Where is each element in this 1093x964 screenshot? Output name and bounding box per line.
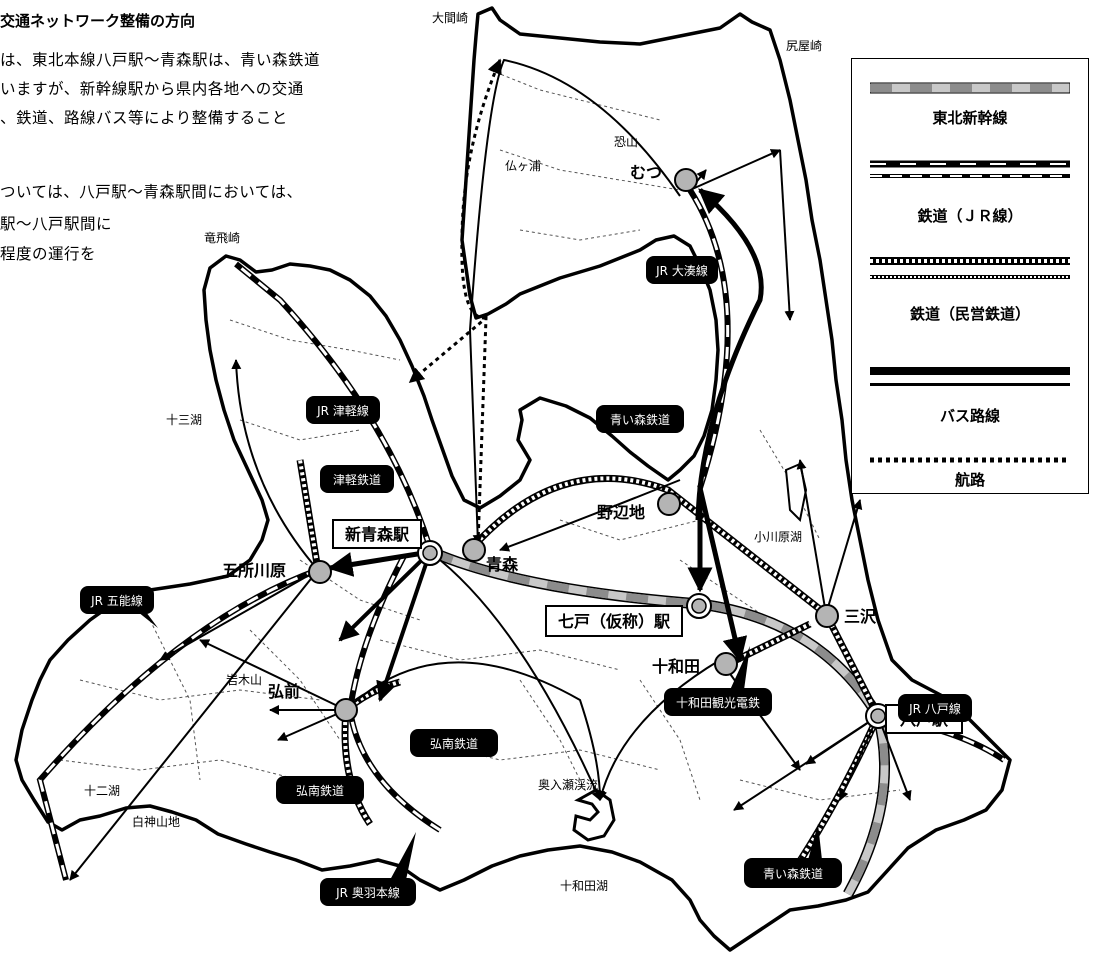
body-text-line: は、東北本線八戸駅～青森駅は、青い森鉄道 [0,51,321,69]
tag-tsugaru-railway: 津軽鉄道 [333,472,381,487]
station-goshogawara[interactable] [308,560,332,584]
place-towadako: 十和田湖 [560,878,608,893]
label-goshogawara: 五所川原 [222,561,286,580]
station-shichinohe[interactable] [686,593,712,619]
label-shichinohe: 七戸（仮称）駅 [558,612,671,631]
line-tags: JR 大湊線 JR 津軽線 津軽鉄道 青い森鉄道 JR 五能線 JR 八戸線 十… [80,256,972,906]
tag-towada-kanko: 十和田観光電鉄 [676,695,760,710]
tag-jr-ou: JR 奥羽本線 [335,885,400,900]
label-hirosaki: 弘前 [268,682,300,701]
legend-sample-jr [870,160,1070,178]
body-text-line: 駅～八戸駅間に [0,215,113,233]
place-oma: 大間崎 [432,11,468,25]
station-misawa[interactable] [815,604,839,628]
station-aomori[interactable] [462,538,486,562]
place-oirase: 奥入瀬渓流 [538,778,598,792]
tag-jr-tsugaru: JR 津軽線 [316,403,369,418]
tag-konan-west: 弘南鉄道 [296,783,344,798]
page-heading: 交通ネットワーク整備の方向 [0,12,196,30]
legend-sample-bus [870,367,1070,386]
label-misawa: 三沢 [844,607,877,626]
legend-sample-shinkansen [870,82,1070,94]
tag-konan-east: 弘南鉄道 [430,736,478,751]
place-tappi: 竜飛崎 [204,231,240,245]
tag-aoimori-south: 青い森鉄道 [763,866,823,881]
tag-aoimori-north: 青い森鉄道 [610,412,670,427]
label-mutsu: むつ [630,163,662,182]
body-text-line: 程度の運行を [0,245,97,263]
legend-label-bus: バス路線 [939,407,1000,425]
place-osorezan: 恐山 [614,135,638,149]
place-labels: 大間崎 尻屋崎 恐山 仏ヶ浦 竜飛崎 十三湖 小川原湖 岩木山 十二湖 白神山地… [84,11,822,893]
legend-label-shinkansen: 東北新幹線 [932,109,1008,127]
station-shin-aomori[interactable] [417,540,443,566]
station-towada[interactable] [714,652,738,676]
label-noheji: 野辺地 [597,503,645,522]
body-text-line: ついては、八戸駅～青森駅間においては、 [0,183,303,201]
private-railway-lines [296,459,882,872]
legend-label-jr: 鉄道（ＪＲ線） [917,207,1023,225]
station-mutsu[interactable] [674,168,698,192]
legend-label-ferry: 航路 [954,471,985,489]
label-towada: 十和田 [652,657,700,676]
station-hirosaki[interactable] [334,698,358,722]
tag-jr-ominato: JR 大湊線 [655,263,708,278]
stations [308,168,891,729]
map-legend: 東北新幹線 鉄道（ＪＲ線） 鉄道（民営鉄道） バス路線 航路 [851,58,1089,494]
label-aomori: 青森 [486,555,519,574]
legend-label-private: 鉄道（民営鉄道） [909,305,1030,323]
label-shin-aomori: 新青森駅 [345,525,410,544]
place-hotokegaura: 仏ヶ浦 [505,159,541,173]
body-text-line: 、鉄道、路線バス等により整備すること [0,109,288,127]
place-jusanko: 十三湖 [166,412,202,427]
legend-sample-ferry [870,457,1070,463]
place-shiriya: 尻屋崎 [786,39,822,53]
shinkansen-route [429,546,891,897]
tag-jr-gono: JR 五能線 [90,593,143,608]
place-iwaki: 岩木山 [226,672,262,687]
lake-towada [572,788,616,842]
legend-sample-private [870,257,1070,279]
bus-routes [69,58,912,881]
body-text-line: いますが、新幹線駅から県内各地への交通 [0,80,304,98]
station-name-labels: 青森 五所川原 弘前 野辺地 十和田 三沢 むつ [222,163,877,701]
place-ogawara: 小川原湖 [754,529,802,544]
place-shirakami: 白神山地 [132,814,180,829]
station-noheji[interactable] [657,492,681,516]
ferry-routes [408,58,502,545]
place-juniko: 十二湖 [84,783,120,798]
tag-jr-hachinohe: JR 八戸線 [908,701,961,716]
